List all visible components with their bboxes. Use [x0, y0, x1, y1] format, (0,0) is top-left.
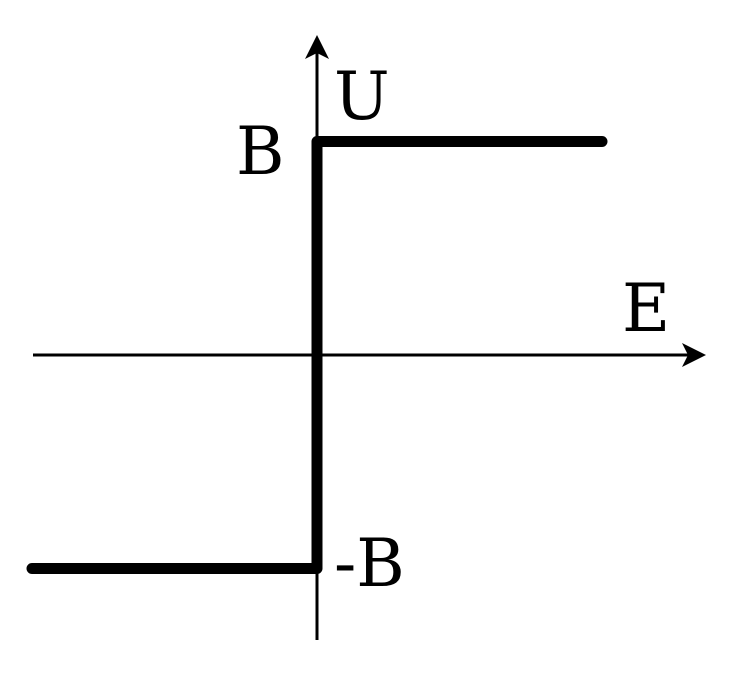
x-axis-arrow-icon [682, 343, 706, 367]
x-axis-label: E [622, 270, 670, 347]
series-layer [26, 136, 608, 574]
y-tick-label-lower: -B [334, 525, 405, 602]
y-tick-label-upper: B [236, 113, 285, 190]
y-axis-arrow-icon [305, 35, 329, 59]
step-series-line-0 [26, 136, 608, 574]
y-axis-label: U [334, 58, 390, 135]
